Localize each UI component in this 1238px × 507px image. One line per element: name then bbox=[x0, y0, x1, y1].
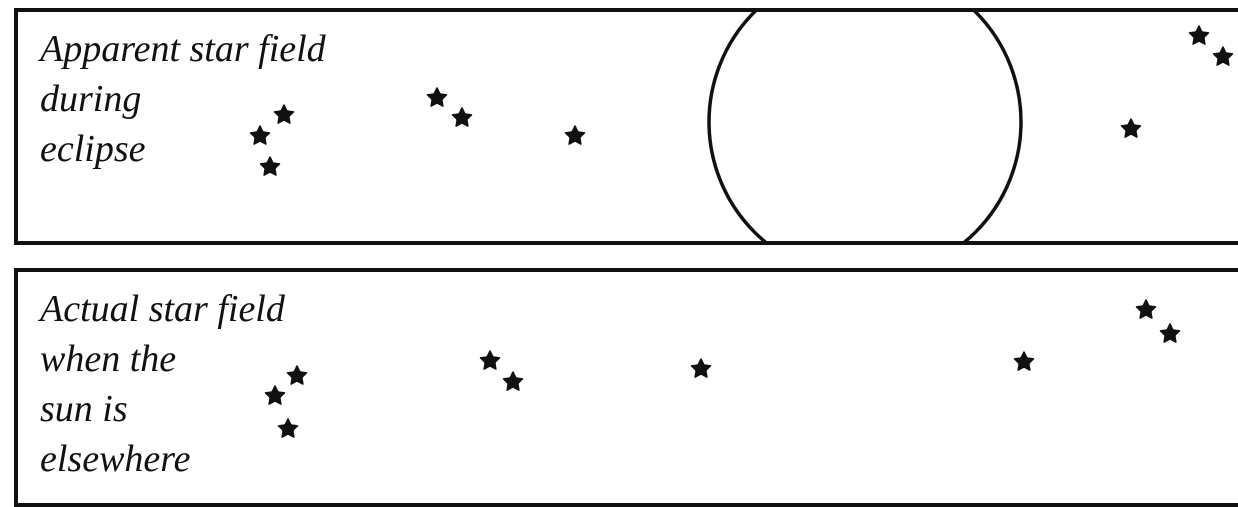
star-icon bbox=[1122, 119, 1141, 137]
actual-label-line-1: Actual star field bbox=[40, 284, 285, 334]
actual-star-field-panel: Actual star field when the sun is elsewh… bbox=[14, 268, 1238, 507]
star-icon bbox=[428, 88, 447, 106]
actual-label-line-4: elsewhere bbox=[40, 434, 285, 484]
star-icon bbox=[1015, 352, 1034, 370]
star-icon bbox=[566, 126, 585, 144]
apparent-stars-group bbox=[251, 26, 1233, 175]
apparent-star-field-panel: Apparent star field during eclipse bbox=[14, 8, 1238, 245]
star-icon bbox=[1161, 324, 1180, 342]
actual-star-field-label: Actual star field when the sun is elsewh… bbox=[40, 284, 285, 484]
star-icon bbox=[481, 351, 500, 369]
star-icon bbox=[692, 359, 711, 377]
star-icon bbox=[1190, 26, 1209, 44]
star-icon bbox=[1137, 300, 1156, 318]
apparent-label-line-3: eclipse bbox=[40, 124, 326, 174]
actual-label-line-2: when the bbox=[40, 334, 285, 384]
actual-label-line-3: sun is bbox=[40, 384, 285, 434]
apparent-star-field-label: Apparent star field during eclipse bbox=[40, 24, 326, 174]
apparent-label-line-1: Apparent star field bbox=[40, 24, 326, 74]
star-icon bbox=[453, 108, 472, 126]
eclipsed-sun-disk bbox=[709, 12, 1021, 245]
star-icon bbox=[288, 366, 307, 384]
apparent-label-line-2: during bbox=[40, 74, 326, 124]
actual-stars-group bbox=[266, 300, 1180, 437]
star-icon bbox=[504, 372, 523, 390]
star-icon bbox=[1214, 47, 1233, 65]
